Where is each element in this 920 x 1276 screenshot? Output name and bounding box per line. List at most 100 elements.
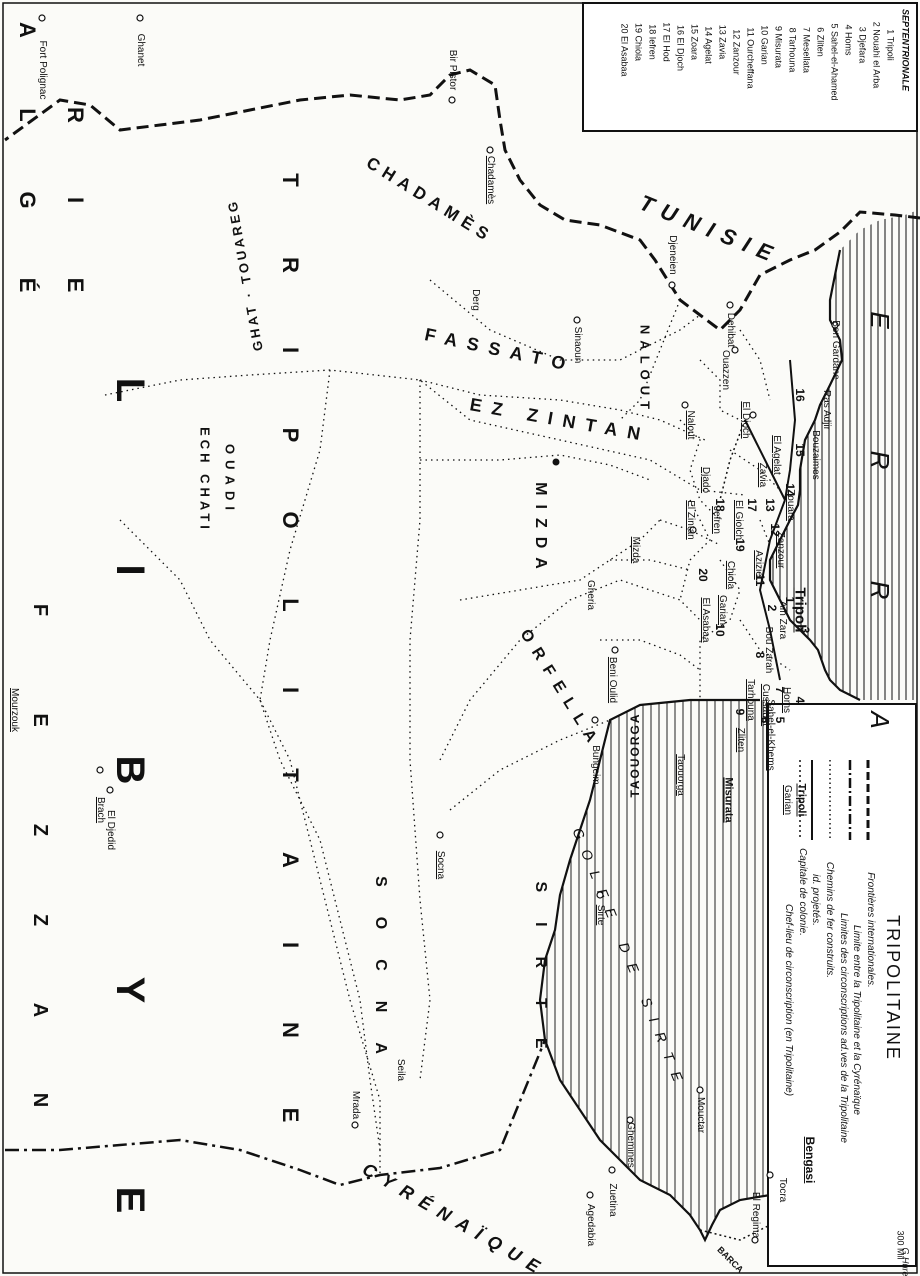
fezzan-letter: F: [29, 603, 51, 617]
legend-sample-capital: Tripoli: [795, 783, 808, 817]
circonscription-number: 17: [745, 498, 759, 512]
town-el-asabaa: El Asabaa: [700, 597, 711, 643]
town-dehibat: Dehibat: [725, 312, 736, 348]
tripolitaine-letter: T: [278, 768, 303, 782]
legend-item-frontiers: Frontières internationales.: [865, 872, 876, 988]
index-entry: 14 Agelat: [703, 26, 714, 64]
tripolitaine-letter: R: [278, 257, 303, 273]
tripolitaine-letter: I: [278, 941, 303, 949]
sea-letter: A: [865, 711, 895, 729]
legend-box: [767, 703, 917, 1267]
algerie-letter: G: [15, 191, 40, 229]
town-zliten: Zliten: [735, 727, 746, 753]
town-djado: Djado: [700, 466, 711, 494]
circonscription-number: 15: [793, 443, 807, 457]
legend-item-capital: Capitale de colonie.: [797, 848, 808, 936]
circonscription-number: 18: [713, 498, 727, 512]
region-socna: SOCNA: [372, 876, 389, 1084]
town-brach: Brach: [95, 796, 106, 824]
town-tocra: Tocra: [777, 1177, 788, 1203]
town-zanzour: Zanzour: [775, 531, 786, 569]
index-entry: 9 Misurata: [773, 25, 784, 69]
gulf-of-sirte: [540, 700, 770, 1240]
index-entry: 3 Djefara: [857, 26, 868, 64]
tripolitaine-letter: O: [278, 511, 303, 529]
tripolitaine-letter: N: [278, 1022, 303, 1038]
index-entry: 11 Ourcheffana: [745, 27, 756, 89]
tripolitaine-letter: L: [278, 598, 303, 612]
town-mrada: Mrada: [350, 1090, 361, 1120]
railways-planned: [699, 419, 781, 1241]
index-entry: 6 Zliten: [815, 27, 826, 57]
legend-sample-chef-lieu: Garian: [782, 784, 793, 816]
tripolitaine-letter: I: [278, 686, 303, 694]
algerie-letter: E: [63, 277, 88, 313]
region-taouorga: TAOUORGA: [628, 712, 642, 798]
index-entry: 15 Zoara: [689, 23, 700, 61]
circonscription-number: 9: [733, 708, 747, 716]
town-chiola: Chiola: [725, 560, 736, 590]
sea-letter: R: [865, 580, 895, 600]
circonscription-number: 11: [753, 573, 767, 587]
circonscription-number: 3: [798, 626, 812, 634]
circonscription-number: 5: [773, 716, 787, 724]
fezzan-letter: Z: [29, 823, 51, 837]
algerie-letter: É: [15, 277, 40, 313]
town-bou-zarah: Bou Zarah: [763, 626, 774, 674]
algerie-letter: A: [15, 22, 40, 58]
circonscription-number: 7: [773, 686, 787, 694]
tripolitaine-letter: I: [278, 346, 303, 354]
town-gheria: Gheria: [585, 579, 596, 611]
town-misurata: Misurata: [722, 777, 735, 823]
legend-item-railways-planned: id. projetés.: [810, 874, 821, 926]
index-entry: 20 El Asabaa: [619, 23, 630, 77]
town-taouorga: Taouorga: [675, 754, 686, 796]
mediterranean-sea: [770, 210, 918, 700]
tripolitaine-letter: A: [278, 852, 303, 868]
town-zavia: Zavia: [757, 462, 768, 488]
index-entry: 7 Mesellata: [801, 26, 812, 74]
libye-letter: I: [108, 564, 152, 576]
town-bengasi: Bengasi: [803, 1136, 817, 1184]
index-entry: 13 Zavia: [717, 24, 728, 60]
town-ghanet: Ghanet: [135, 33, 146, 67]
legend-item-limit-cyrenaique: Limite entre la Tripolitaine et la Cyrén…: [851, 925, 862, 1115]
international-frontier: [4, 68, 920, 332]
region-nalout: NALOUT: [637, 324, 653, 416]
town-el-zintan: El Zintan: [685, 500, 696, 540]
legend-samples: [799, 760, 870, 840]
index-entry: 5 Sahel-el-Ahamed: [829, 23, 840, 101]
index-entry: 16 El Djoch: [675, 24, 686, 72]
town-markers: [38, 14, 839, 1244]
town-el-giolch: El Giolch: [733, 499, 744, 541]
libye-letter: E: [108, 1186, 152, 1214]
town-sinaoun: Sinaoun: [572, 326, 583, 364]
index-entry: 12 Zanzour: [731, 29, 742, 75]
algerie-letter: L: [15, 108, 40, 142]
town-mizda: Mizda: [630, 536, 641, 564]
town-nalout: Nalout: [685, 410, 696, 440]
circonscription-number: 8: [753, 651, 767, 659]
circonscription-number: 20: [696, 568, 710, 582]
railways: [744, 359, 797, 681]
circonscription-number: 6: [758, 716, 772, 724]
circonscription-number: 19: [733, 538, 747, 552]
ez-zintan-dot: [552, 458, 560, 466]
circonscription-number: 10: [713, 623, 727, 637]
index-entry: 10 Garian: [759, 25, 770, 65]
libye-letter: L: [108, 377, 152, 403]
libye-letter: B: [108, 755, 152, 785]
circonscription-number: 1: [783, 596, 797, 604]
town-el-agelat: El Agelat: [771, 435, 782, 475]
algerie-letter: R: [63, 107, 88, 143]
town-el-djoch: El Djoch: [740, 401, 751, 439]
town-bir-pistor: Bir Pistor: [447, 49, 458, 91]
tripolitaine-letter: T: [278, 173, 303, 187]
circonscription-number: 14: [783, 483, 797, 497]
town-el-djedid: El Djedid: [105, 809, 116, 851]
index-entry: 2 Nouahi el Arba: [871, 21, 882, 89]
town-sirte: Sirte: [595, 904, 606, 926]
town-seila: Seila: [395, 1058, 406, 1082]
